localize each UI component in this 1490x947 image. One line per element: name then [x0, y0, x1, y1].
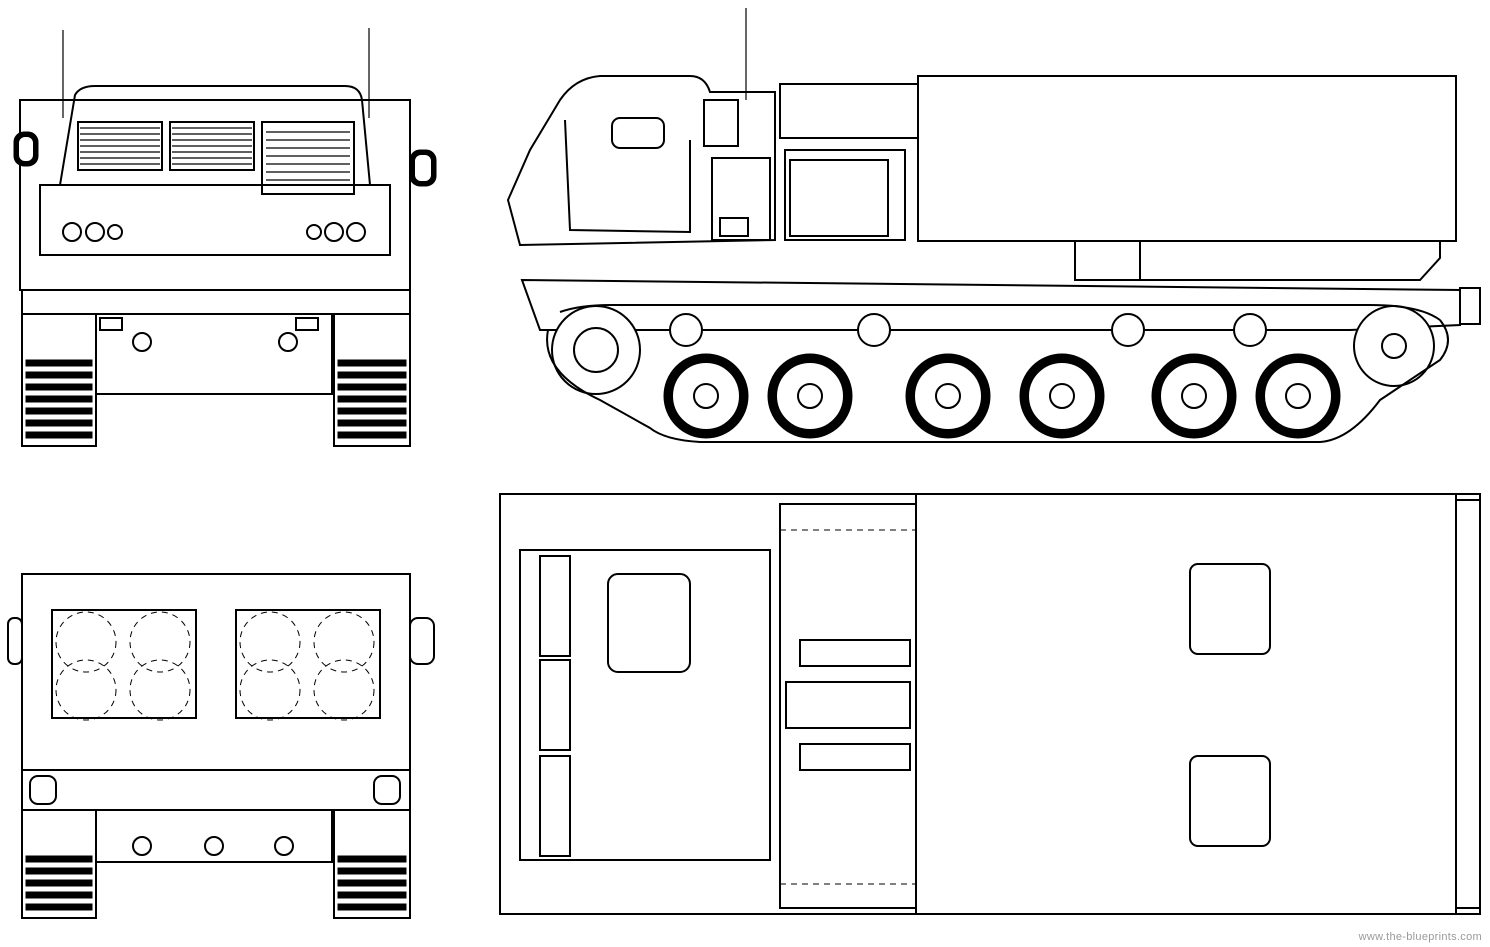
road-wheels — [663, 353, 1341, 439]
front-view — [13, 28, 437, 447]
watermark-text: www.the-blueprints.com — [1358, 931, 1482, 943]
top-view — [499, 493, 1481, 915]
rear-view — [7, 573, 435, 919]
side-view — [506, 8, 1481, 443]
